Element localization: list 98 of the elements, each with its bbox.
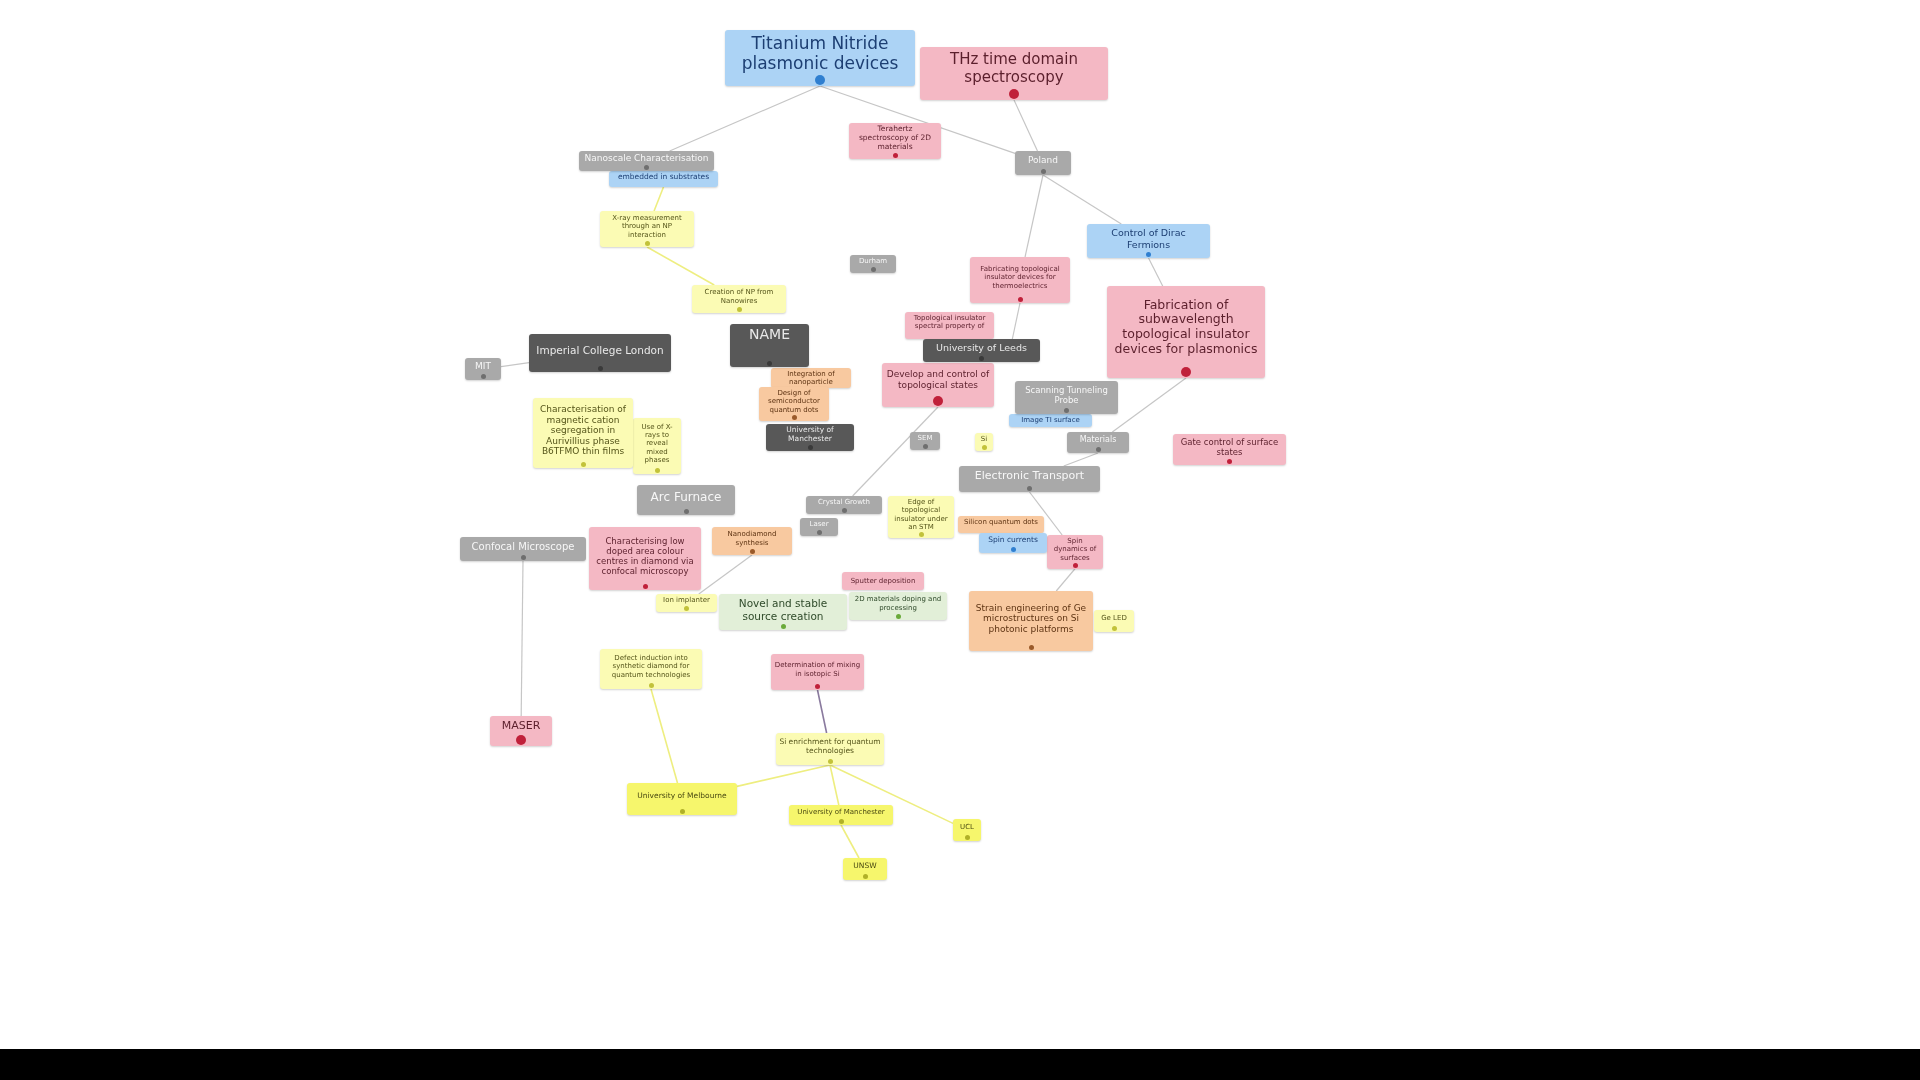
note-box: [843, 858, 887, 880]
topic-box: [719, 594, 847, 630]
topic-box: [1087, 224, 1210, 258]
node-label: Scanning Tunneling Probe: [1024, 385, 1109, 405]
connector-line: [1063, 452, 1099, 467]
topic-box: [490, 716, 552, 746]
topic-box: [849, 123, 941, 159]
node-label: Characterisation of magnetic cation segregation in Aurivillius phase B6TFMO thin films: [539, 403, 627, 457]
topic-box: [609, 171, 718, 187]
tag-box: [460, 537, 586, 561]
tag-box: [1015, 151, 1071, 175]
tag-box: [1067, 432, 1129, 453]
topic-box: [905, 312, 994, 339]
note-box: [692, 285, 786, 313]
node-label: THz time domain spectroscopy: [949, 50, 1079, 87]
topic-box: [1009, 414, 1092, 427]
connector-line: [1055, 568, 1076, 592]
node-label: Arc Furnace: [650, 490, 722, 505]
topic-box: [842, 572, 924, 590]
tag-box: [637, 485, 735, 515]
topic-box: [589, 527, 701, 590]
note-box: [600, 649, 702, 689]
node-label: Develop and control of topological states: [885, 369, 991, 391]
tag-box: [465, 358, 501, 380]
note-box: [656, 594, 717, 612]
topic-box: [849, 592, 947, 620]
topic-box: [1107, 286, 1265, 378]
node-label: Imperial College London: [536, 344, 664, 357]
connector-line: [819, 85, 1016, 154]
connector-line: [816, 689, 828, 734]
tag-box: [923, 339, 1040, 362]
topic-box: [979, 533, 1047, 553]
node-label: Control of Dirac Fermions: [1110, 227, 1187, 250]
node-label: Titanium Nitride plasmonic devices: [740, 32, 900, 74]
note-box: [789, 805, 893, 825]
topic-box: [712, 527, 792, 555]
topic-box: [759, 387, 829, 421]
tag-box: [766, 424, 854, 451]
node-label: Confocal Microscope: [471, 540, 575, 553]
node-label: Novel and stable source creation: [737, 597, 829, 622]
connector-line: [1013, 99, 1039, 152]
connector-line: [1042, 174, 1122, 225]
connector-line: [840, 824, 860, 859]
topic-box: [771, 654, 864, 690]
topic-box: [725, 30, 915, 86]
connector-line: [669, 85, 821, 152]
node-label: Nanoscale Characterisation: [584, 153, 709, 164]
node-label: Characterising low doped area colour centres in diamond via confocal microscopy: [595, 535, 695, 577]
connector-line: [1011, 302, 1021, 340]
note-box: [953, 819, 981, 841]
connector-line: [500, 362, 530, 368]
note-box: [627, 783, 737, 815]
note-box: [776, 733, 884, 765]
connector-line: [1024, 174, 1044, 258]
tag-box: [850, 255, 896, 273]
topic-box: [771, 368, 851, 388]
connector-line: [1147, 257, 1164, 287]
tag-box: [1015, 381, 1118, 414]
node-label: Strain engineering of Ge microstructures on Si photonic platforms: [974, 602, 1088, 635]
node-label: Electronic Transport: [974, 470, 1085, 483]
node-label: Fabrication of subwavelength topological insulator devices for plasmonics: [1113, 297, 1259, 357]
connector-line: [829, 764, 840, 806]
node-label: NAME: [749, 326, 790, 343]
connector-line: [650, 688, 679, 784]
tag-box: [529, 334, 671, 372]
note-box: [1094, 610, 1134, 632]
note-box: [975, 433, 993, 451]
connector-line: [736, 764, 831, 788]
connector-line: [1028, 491, 1063, 536]
node-label: Gate control of surface states: [1179, 437, 1280, 457]
note-box: [533, 398, 633, 468]
topic-box: [1173, 434, 1286, 465]
tag-box: [959, 466, 1100, 492]
note-box: [888, 496, 954, 538]
topic-box: [969, 591, 1093, 651]
tag-box: [806, 496, 882, 514]
topic-box: [1047, 535, 1103, 569]
node-label: Materials: [1079, 435, 1117, 445]
connector-line: [1111, 377, 1187, 433]
node-label: MIT: [475, 361, 491, 372]
node-label: MASER: [501, 719, 541, 733]
tag-box: [579, 151, 714, 171]
note-box: [600, 211, 694, 247]
connector-line: [646, 246, 716, 286]
connector-line: [653, 186, 665, 212]
connector-line: [520, 560, 524, 717]
topic-box: [970, 257, 1070, 303]
tag-box: [800, 518, 838, 536]
node-label: Poland: [1027, 155, 1058, 166]
connector-line: [829, 764, 954, 825]
connector-line: [698, 554, 753, 595]
note-box: [633, 418, 681, 474]
topic-box: [882, 363, 994, 407]
topic-box: [920, 47, 1108, 100]
node-label: University of Leeds: [936, 342, 1027, 354]
tag-box: [730, 324, 809, 367]
tag-box: [910, 432, 940, 450]
topic-box: [958, 516, 1044, 533]
